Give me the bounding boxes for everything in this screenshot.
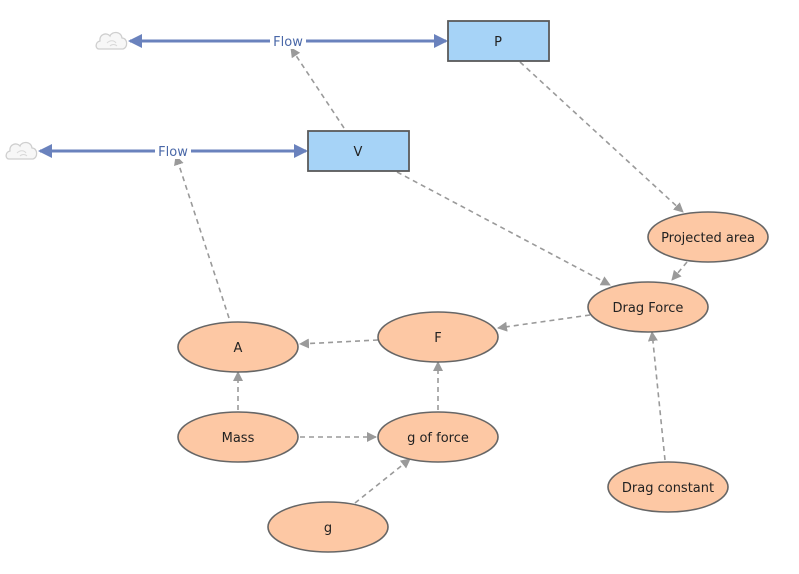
variable-g-label: g: [324, 521, 332, 536]
variable-drag-constant[interactable]: Drag constant: [607, 461, 729, 513]
link-drag-constant-to-drag-force: [647, 331, 666, 461]
links: [174, 47, 688, 504]
link-drag-force-to-f: [497, 314, 591, 332]
link-projected-area-to-drag-force: [671, 261, 688, 281]
stock-p-label: P: [494, 35, 502, 50]
variable-drag-force-label: Drag Force: [613, 301, 684, 316]
flow-2-label: Flow: [158, 145, 188, 160]
variable-projected-area[interactable]: Projected area: [647, 211, 769, 263]
link-p-to-projected-area: [519, 61, 684, 213]
variable-projected-area-label: Projected area: [661, 231, 755, 246]
link-g-to-g-of-force: [354, 458, 411, 504]
variable-f[interactable]: F: [377, 311, 499, 363]
link-v-to-flow1: [290, 47, 345, 129]
variable-mass-label: Mass: [222, 431, 255, 446]
flow-2[interactable]: Flow: [5, 141, 308, 160]
cloud-icon: [5, 141, 38, 160]
link-f-to-a: [299, 338, 379, 349]
flow-1[interactable]: Flow: [95, 31, 448, 50]
link-a-to-flow2: [174, 155, 230, 319]
stock-v[interactable]: V: [307, 130, 410, 172]
flow-1-label-bg: [270, 33, 306, 49]
variable-g[interactable]: g: [267, 501, 389, 553]
stock-v-label: V: [354, 145, 363, 160]
flow-1-label: Flow: [273, 35, 303, 50]
variable-f-label: F: [434, 331, 441, 346]
flow-2-label-bg: [155, 143, 191, 159]
variable-a[interactable]: A: [177, 321, 299, 373]
stock-p[interactable]: P: [447, 20, 550, 62]
variable-mass[interactable]: Mass: [177, 411, 299, 463]
variable-drag-force[interactable]: Drag Force: [587, 281, 709, 333]
variable-g-of-force[interactable]: g of force: [377, 411, 499, 463]
variable-a-label: A: [234, 341, 243, 356]
variable-drag-constant-label: Drag constant: [622, 481, 714, 496]
variable-g-of-force-label: g of force: [407, 431, 469, 446]
cloud-icon: [95, 31, 128, 50]
link-v-to-drag-force: [396, 171, 611, 286]
